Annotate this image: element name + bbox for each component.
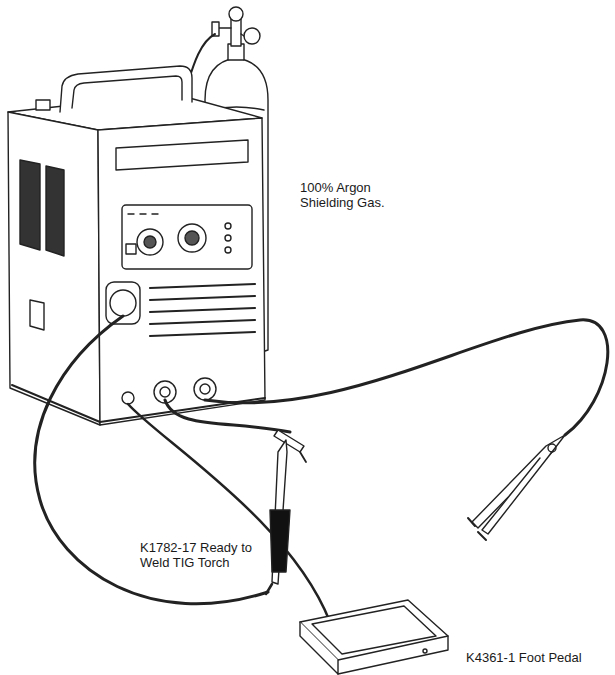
welder-machine-part xyxy=(20,160,40,250)
welder-machine-part xyxy=(144,236,156,248)
part-label: K4361-1 Foot Pedal xyxy=(466,650,606,665)
torch-cable xyxy=(165,400,290,432)
welder-machine-part xyxy=(137,229,163,255)
gas-regulator-part xyxy=(241,34,244,36)
welder-machine-part xyxy=(46,166,64,256)
welder-machine xyxy=(8,66,265,425)
tig-torch-part xyxy=(266,584,272,594)
welder-machine-part xyxy=(178,224,206,252)
welder-machine-part xyxy=(30,300,44,330)
gas-regulator xyxy=(212,7,260,46)
tig-torch-part xyxy=(300,452,306,462)
welder-machine-part xyxy=(200,384,210,394)
welder-machine-part xyxy=(122,205,252,269)
welder-machine-part xyxy=(8,112,100,425)
welder-machine-part xyxy=(98,118,265,425)
welder-machine-part xyxy=(225,247,231,253)
foot-pedal-part xyxy=(338,636,448,674)
tig-torch-part xyxy=(274,430,304,452)
torch-gas-cable xyxy=(35,316,268,604)
welder-machine-part xyxy=(122,392,134,404)
foot-pedal xyxy=(300,600,448,674)
work-clamp-part xyxy=(482,452,552,534)
welder-machine-part xyxy=(110,290,136,316)
foot-pedal-part xyxy=(423,649,427,653)
work-clamp-part xyxy=(472,435,565,528)
gas-regulator-part xyxy=(218,27,231,28)
welder-machine-part xyxy=(150,284,255,336)
tig-torch xyxy=(266,430,306,594)
clamp-cable xyxy=(205,320,608,435)
part-label: 100% Argon Shielding Gas. xyxy=(300,180,418,210)
work-clamp-part xyxy=(468,518,486,540)
welder-machine-part xyxy=(60,66,192,112)
gas-regulator-part xyxy=(244,28,260,44)
welder-machine-part xyxy=(225,223,231,229)
welder-machine-part xyxy=(128,213,158,214)
work-clamp-part xyxy=(548,444,556,452)
welder-machine-part xyxy=(225,235,231,241)
welder-machine-part xyxy=(194,378,216,400)
foot-pedal-part xyxy=(312,606,436,654)
gas-regulator-part xyxy=(231,18,241,46)
welder-machine-part xyxy=(126,244,136,254)
gas-regulator-part xyxy=(229,7,243,21)
welder-machine-part xyxy=(116,140,248,170)
part-label: K1782-17 Ready to Weld TIG Torch xyxy=(140,540,258,570)
welder-machine-part xyxy=(72,76,182,108)
foot-pedal-part xyxy=(300,622,338,674)
welder-machine-part xyxy=(36,100,50,110)
work-clamp xyxy=(468,435,565,540)
pedal-cable xyxy=(128,404,330,622)
welder-machine-part xyxy=(160,387,170,397)
tig-torch-part xyxy=(270,510,290,572)
welder-machine-part xyxy=(185,231,199,245)
